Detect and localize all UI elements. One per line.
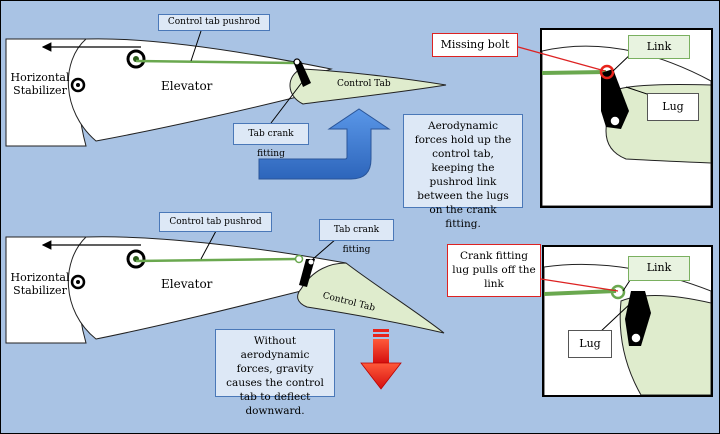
- bottom-crank-label: Tab crank fitting: [319, 219, 394, 255]
- bottom-note: Without aerodynamic forces, gravity caus…: [215, 329, 335, 417]
- bottom-section: [5, 230, 445, 344]
- bottom-control-tab-shape: [297, 262, 445, 334]
- bottom-pushrod: [135, 257, 298, 263]
- top-section: [5, 30, 447, 147]
- up-arrow: [258, 108, 391, 180]
- top-pushrod: [135, 59, 297, 65]
- top-elevator-label: Elevator: [161, 79, 213, 93]
- crank-pull-label: Crank fitting lug pulls off the link: [447, 244, 541, 297]
- top-crank-label: Tab crank fitting: [233, 123, 309, 159]
- bottom-pushrod-label: Control tab pushrod: [159, 212, 272, 232]
- top-crank-leader: [270, 80, 304, 124]
- top-note: Aerodynamic forces hold up the control t…: [403, 114, 523, 230]
- missing-bolt-label: Missing bolt: [432, 33, 518, 57]
- detail-bottom-link-label: Link: [628, 256, 690, 281]
- top-pushrod-leader: [190, 30, 202, 62]
- bottom-stabilizer-label: Horizontal Stabilizer: [10, 271, 70, 297]
- top-pushrod-label: Control tab pushrod: [158, 14, 270, 31]
- top-stabilizer-pivot-dot: [76, 83, 80, 87]
- bottom-pushrod-leader: [200, 230, 217, 260]
- down-arrow: [360, 329, 402, 390]
- top-crank-pin: [293, 58, 301, 66]
- bottom-elevator-label: Elevator: [161, 277, 213, 291]
- bottom-crank-pin: [308, 259, 314, 265]
- bottom-pushrod-end: [294, 254, 304, 264]
- top-stabilizer-label: Horizontal Stabilizer: [10, 71, 70, 97]
- bottom-stabilizer-pivot-dot: [76, 280, 80, 284]
- bottom-crank-leader: [312, 238, 337, 260]
- detail-bottom-lug-label: Lug: [568, 330, 612, 358]
- detail-top-lug-label: Lug: [647, 93, 699, 121]
- top-crank-fitting: [293, 61, 311, 87]
- top-control-tab-label: Control Tab: [337, 79, 391, 89]
- bottom-crank-fitting: [299, 259, 315, 287]
- detail-top-link-label: Link: [628, 35, 690, 59]
